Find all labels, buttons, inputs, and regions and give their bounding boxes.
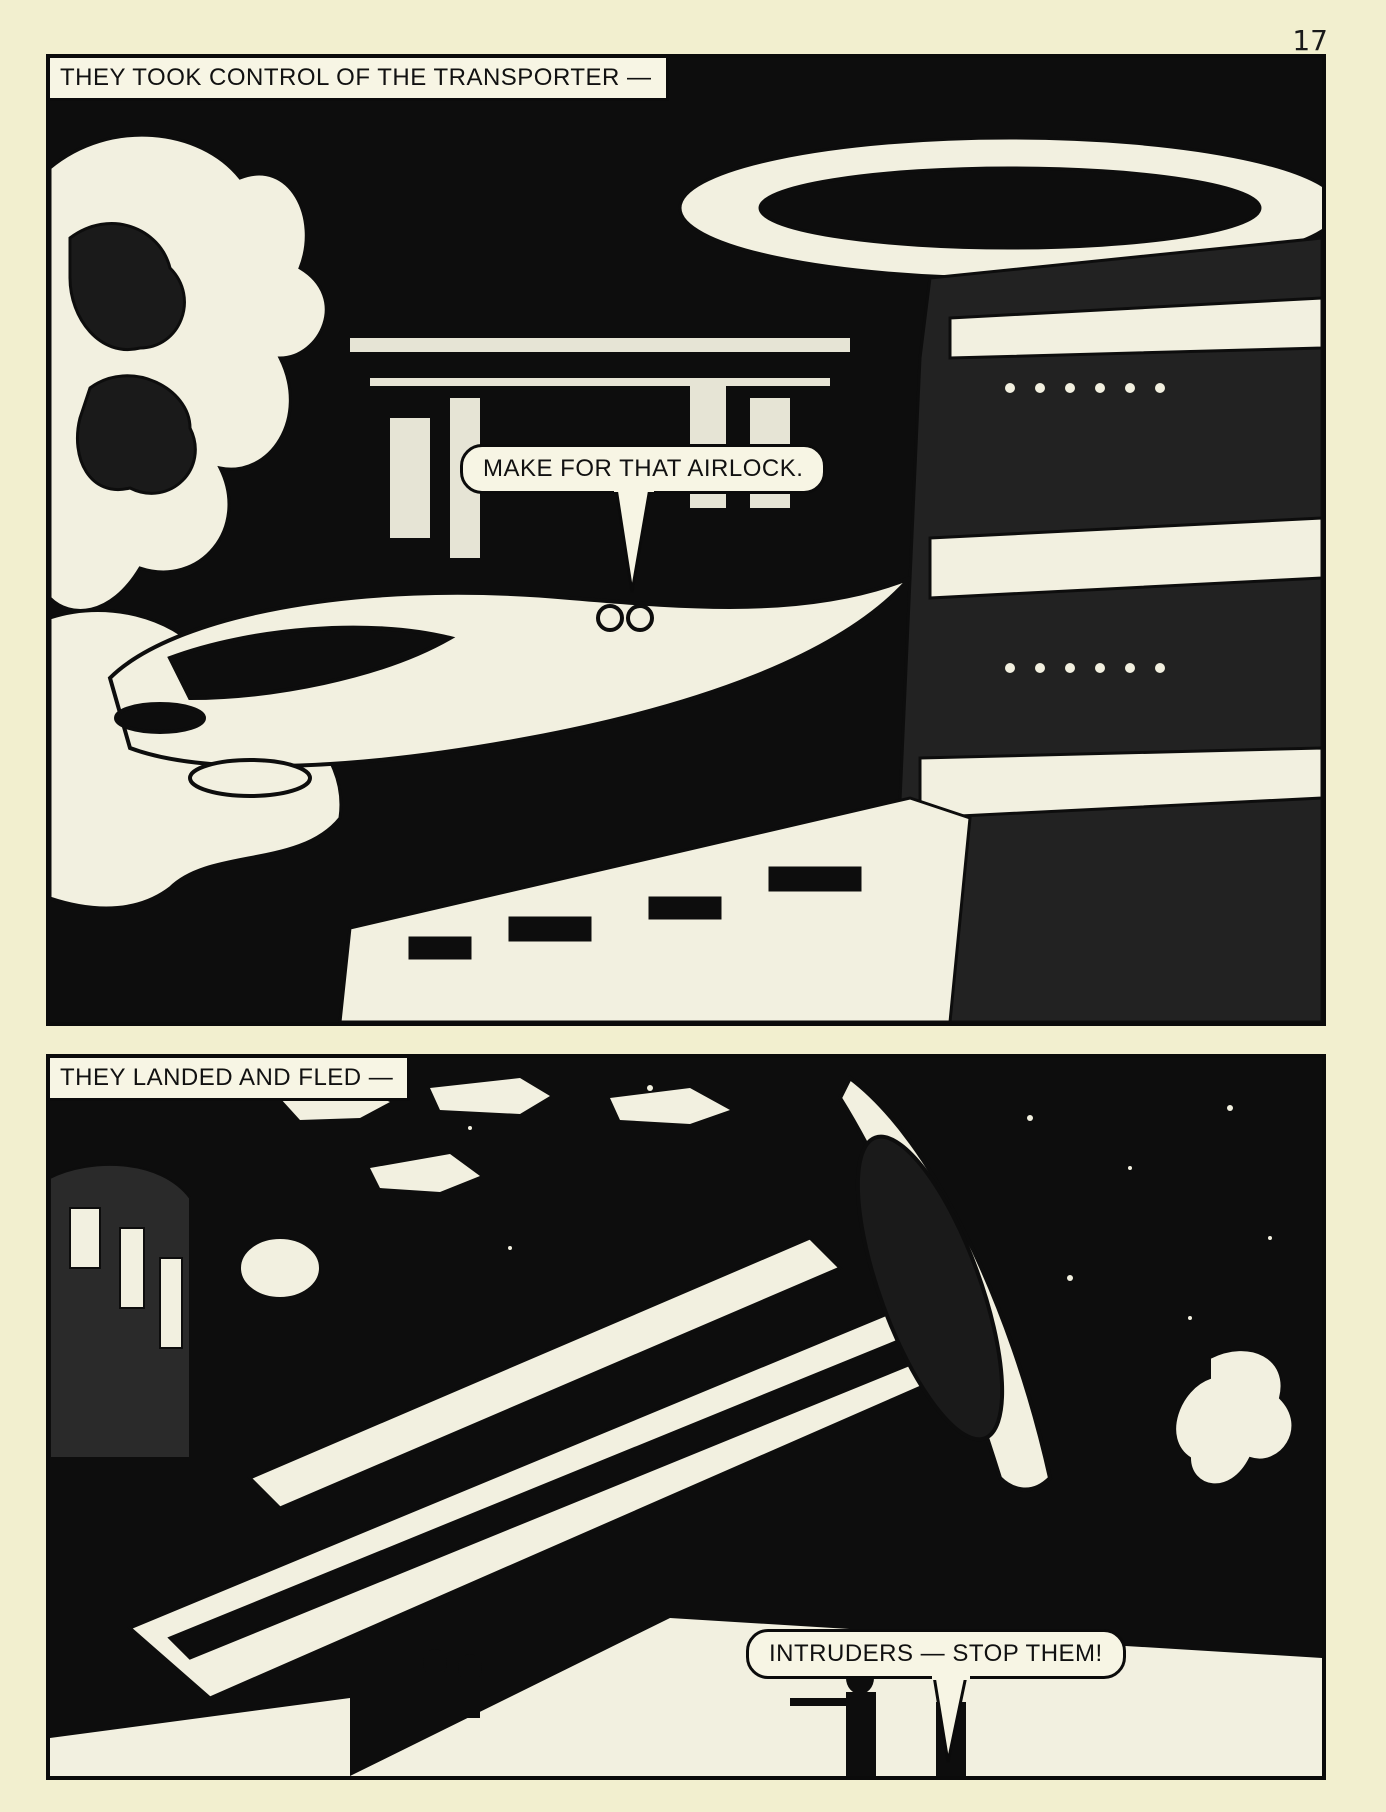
page-number: 17 <box>1292 24 1328 57</box>
balloon-1-tail <box>614 488 654 593</box>
space-station <box>678 136 1322 1022</box>
comic-panel-1: THEY TOOK CONTROL OF THE TRANSPORTER — M… <box>46 54 1326 1026</box>
panel-2-artwork <box>50 1058 1322 1776</box>
smoke-trail <box>1174 1349 1294 1486</box>
clouds <box>280 1078 730 1192</box>
speech-balloon-2: INTRUDERS — STOP THEM! <box>746 1629 1126 1679</box>
fleeing-figures <box>423 1649 482 1718</box>
balloon-2-tail <box>932 1676 970 1763</box>
dome-city <box>50 1163 321 1459</box>
transporter-ship <box>107 576 912 798</box>
comic-panel-2: THEY LANDED AND FLED — INTRUDERS — STOP … <box>46 1054 1326 1780</box>
speech-balloon-1: MAKE FOR THAT AIRLOCK. <box>460 444 827 494</box>
panel-2-caption: THEY LANDED AND FLED — <box>50 1058 411 1101</box>
saucer-ship <box>837 1074 1053 1492</box>
station-lights <box>1005 383 1165 673</box>
city-platform <box>338 796 972 1022</box>
panel-1-caption: THEY TOOK CONTROL OF THE TRANSPORTER — <box>50 58 669 101</box>
